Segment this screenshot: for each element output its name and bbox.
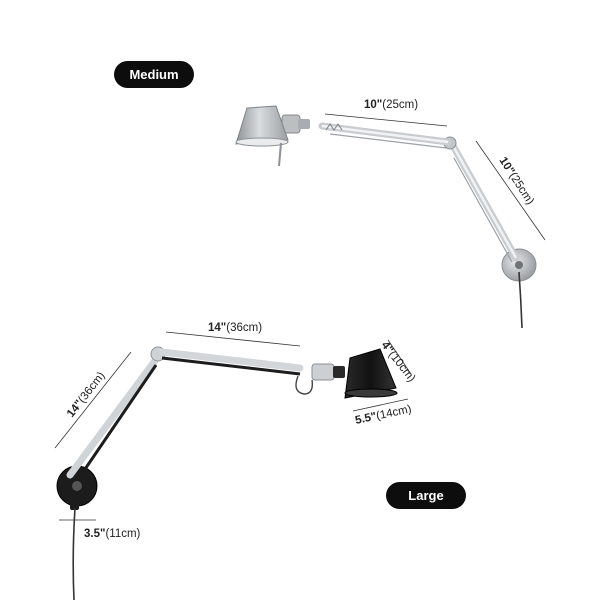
medium-cord (518, 271, 523, 329)
medium-arm1-dim-line (324, 113, 448, 127)
medium-size-label: Medium (114, 61, 194, 88)
large-base-dimension: 3.5"(11cm) (84, 528, 141, 540)
medium-lamp (235, 105, 546, 329)
medium-arm1-dimension: 10"(25cm) (364, 99, 418, 111)
medium-wall-pivot (515, 261, 523, 269)
large-arm-side-dim-line (54, 351, 132, 449)
large-shade-height-dim-line (387, 339, 412, 375)
large-shade-width-dimension: 5.5"(14cm) (354, 403, 413, 427)
large-side-arm (66, 354, 161, 479)
medium-lamp-shade (235, 105, 289, 145)
large-head-joint (311, 363, 335, 381)
large-arm-top-dim-line (165, 331, 301, 347)
large-size-label: Large (386, 482, 466, 509)
large-arm-top-dimension: 14"(36cm) (208, 322, 262, 334)
large-arm-side-dimension: 14"(36cm) (65, 370, 108, 420)
large-lamp (54, 331, 412, 600)
large-shade-width-dim-line (352, 398, 409, 412)
large-wall-pivot (72, 481, 82, 491)
large-lamp-shade (344, 348, 397, 399)
large-cord (72, 507, 76, 600)
large-top-arm (158, 348, 304, 372)
medium-arm2-dim-line (475, 140, 546, 241)
